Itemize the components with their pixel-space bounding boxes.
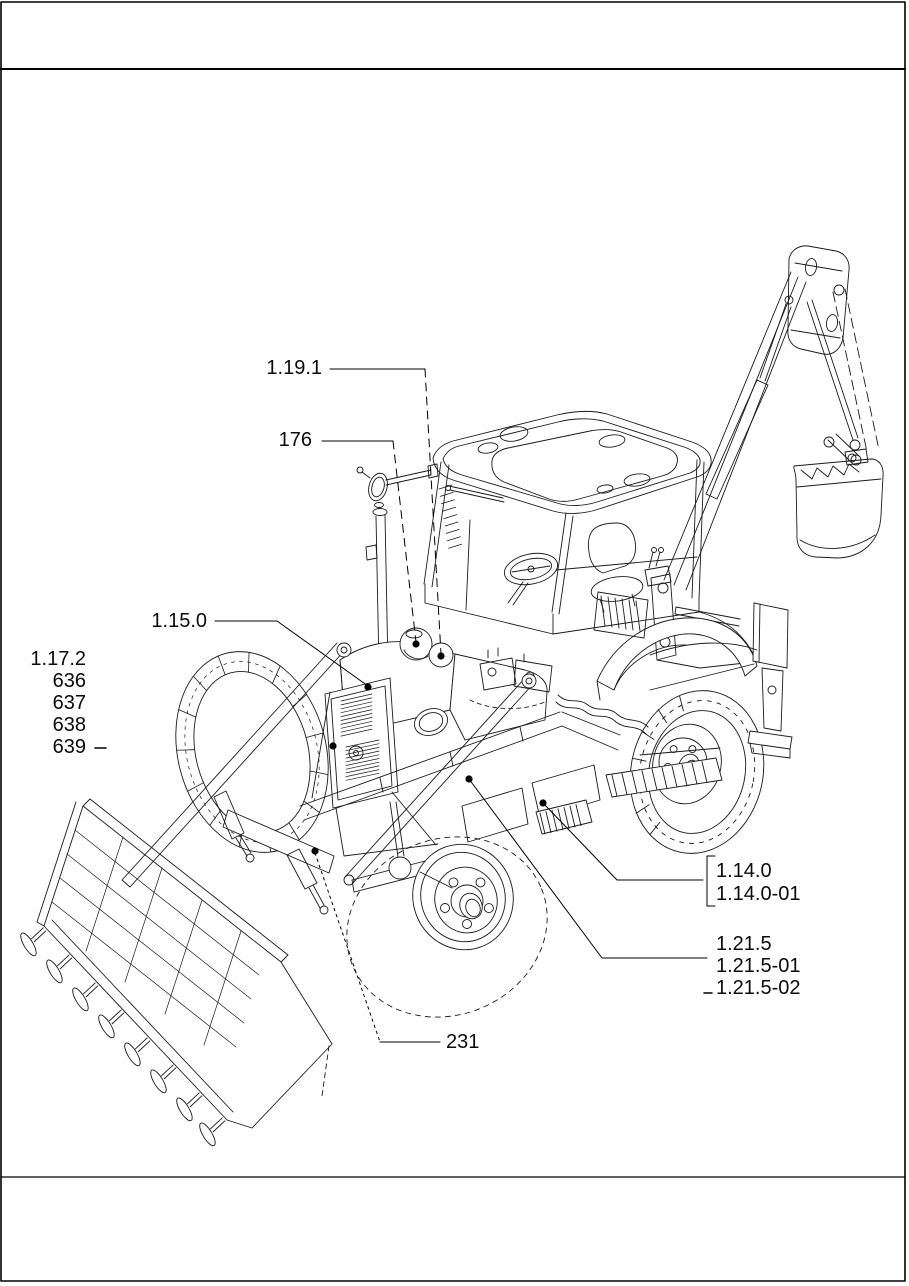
callout-638: 638 — [52, 714, 86, 736]
rear-fender — [593, 591, 758, 701]
leader-1-21-5 — [468, 778, 708, 959]
leader-1-15-0 — [214, 620, 369, 687]
loader-arms — [121, 642, 537, 915]
engine-bay — [311, 627, 553, 857]
leader-231 — [314, 852, 381, 1043]
front-bucket — [20, 798, 333, 1147]
callout-639: 639 — [52, 736, 86, 758]
callout-231: 231 — [446, 1031, 480, 1053]
callout-group-1-21-5: 1.21.5 1.21.5-01 1.21.5-02 — [716, 933, 801, 999]
callout-1-14-0-01: 1.14.0-01 — [716, 883, 801, 905]
callout-1-15-0: 1.15.0 — [151, 610, 207, 632]
callout-1-14-0: 1.14.0 — [716, 860, 772, 882]
front-wheel-near — [346, 836, 548, 1018]
bracket-1-14-0 — [706, 855, 716, 907]
cab — [423, 411, 758, 656]
callout-group-1-14-0: 1.14.0 1.14.0-01 — [716, 860, 801, 906]
leader-1-14-0 — [542, 802, 704, 881]
callout-leaders — [94, 368, 716, 1043]
callout-1-21-5-01: 1.21.5-01 — [716, 955, 801, 977]
callout-636: 636 — [52, 670, 86, 692]
callout-1-19-1: 1.19.1 — [266, 357, 322, 379]
windshield-hatch — [438, 484, 462, 549]
callout-group-1-17-2: 1.17.2 636 637 638 639 — [10, 648, 86, 758]
bucket-teeth — [20, 927, 226, 1147]
callout-637: 637 — [52, 692, 86, 714]
stabilizer-leg — [747, 602, 793, 759]
callout-1-21-5: 1.21.5 — [716, 933, 772, 955]
callout-1-21-5-02: 1.21.5-02 — [716, 977, 801, 999]
chassis — [299, 663, 755, 893]
callout-dots — [311, 640, 547, 855]
callout-1-17-2: 1.17.2 — [30, 648, 86, 670]
callout-176: 176 — [278, 429, 312, 451]
